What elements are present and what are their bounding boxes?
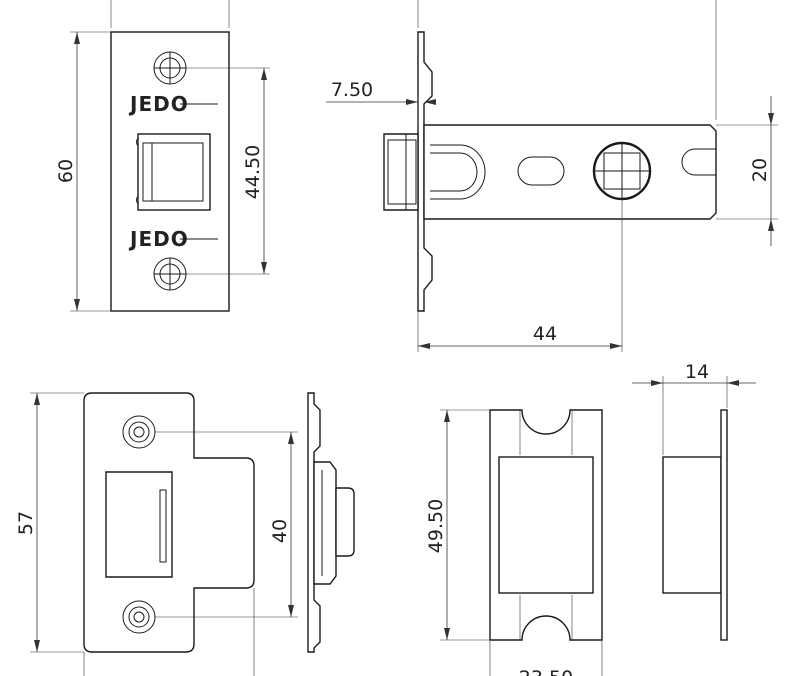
- latch-body: [423, 124, 717, 220]
- dimension-label-44: 44: [533, 323, 557, 345]
- dimension-label-44-50: 44.50: [242, 145, 264, 199]
- dimension-box-width: 23.50: [489, 640, 603, 676]
- dimension-label-40: 40: [269, 519, 291, 543]
- box-keep-side-body: [662, 456, 722, 594]
- latch-bolt-head: [383, 133, 419, 211]
- strike-opening: [105, 471, 173, 578]
- dimension-label-49-50: 49.50: [425, 499, 447, 553]
- box-keep-recess: [498, 456, 594, 594]
- brand-logo-bottom: JEDO: [128, 227, 189, 251]
- dimension-label-7-50: 7.50: [331, 79, 373, 101]
- dimension-backset: 44: [417, 199, 623, 352]
- box-keep-front-view: 49.50 23.50: [425, 409, 603, 676]
- strike-side-view: [307, 392, 355, 653]
- dimension-box-height: 49.50: [425, 409, 490, 641]
- screw-hole-top: [153, 51, 187, 85]
- dimension-label-20: 20: [749, 158, 771, 182]
- dimension-forend-offset: 7.50: [326, 79, 436, 130]
- forend-side: [417, 31, 433, 312]
- dimension-label-60: 60: [55, 159, 77, 183]
- screw-hole-bottom: [153, 257, 187, 291]
- end-notch: [681, 148, 716, 176]
- latch-bolt-opening: [136, 133, 211, 211]
- dimension-body-height: 20: [716, 96, 778, 246]
- dimension-box-depth: 14: [632, 361, 756, 455]
- follower-spindle: [592, 141, 652, 201]
- box-keep-side-view: 14: [632, 361, 756, 641]
- dimension-strike-screw-spacing: 40: [155, 431, 298, 618]
- latch-side-view: 7.50 44 20: [326, 0, 778, 352]
- dimension-forend-height: 60: [55, 31, 111, 312]
- dimension-strike-height: 57: [15, 392, 84, 653]
- oval-slot: [517, 156, 565, 186]
- brand-logo-top: JEDO: [128, 92, 189, 116]
- forend-front-view: JEDO JEDO 60 44.50: [55, 0, 270, 312]
- dimension-screw-spacing: 44.50: [186, 67, 270, 275]
- dimension-label-23-50: 23.50: [519, 667, 573, 676]
- dimension-label-14: 14: [685, 361, 709, 383]
- dimension-label-57: 57: [15, 511, 37, 535]
- box-keep-side-flange: [720, 409, 728, 641]
- strike-plate-view: 57 40: [15, 392, 298, 676]
